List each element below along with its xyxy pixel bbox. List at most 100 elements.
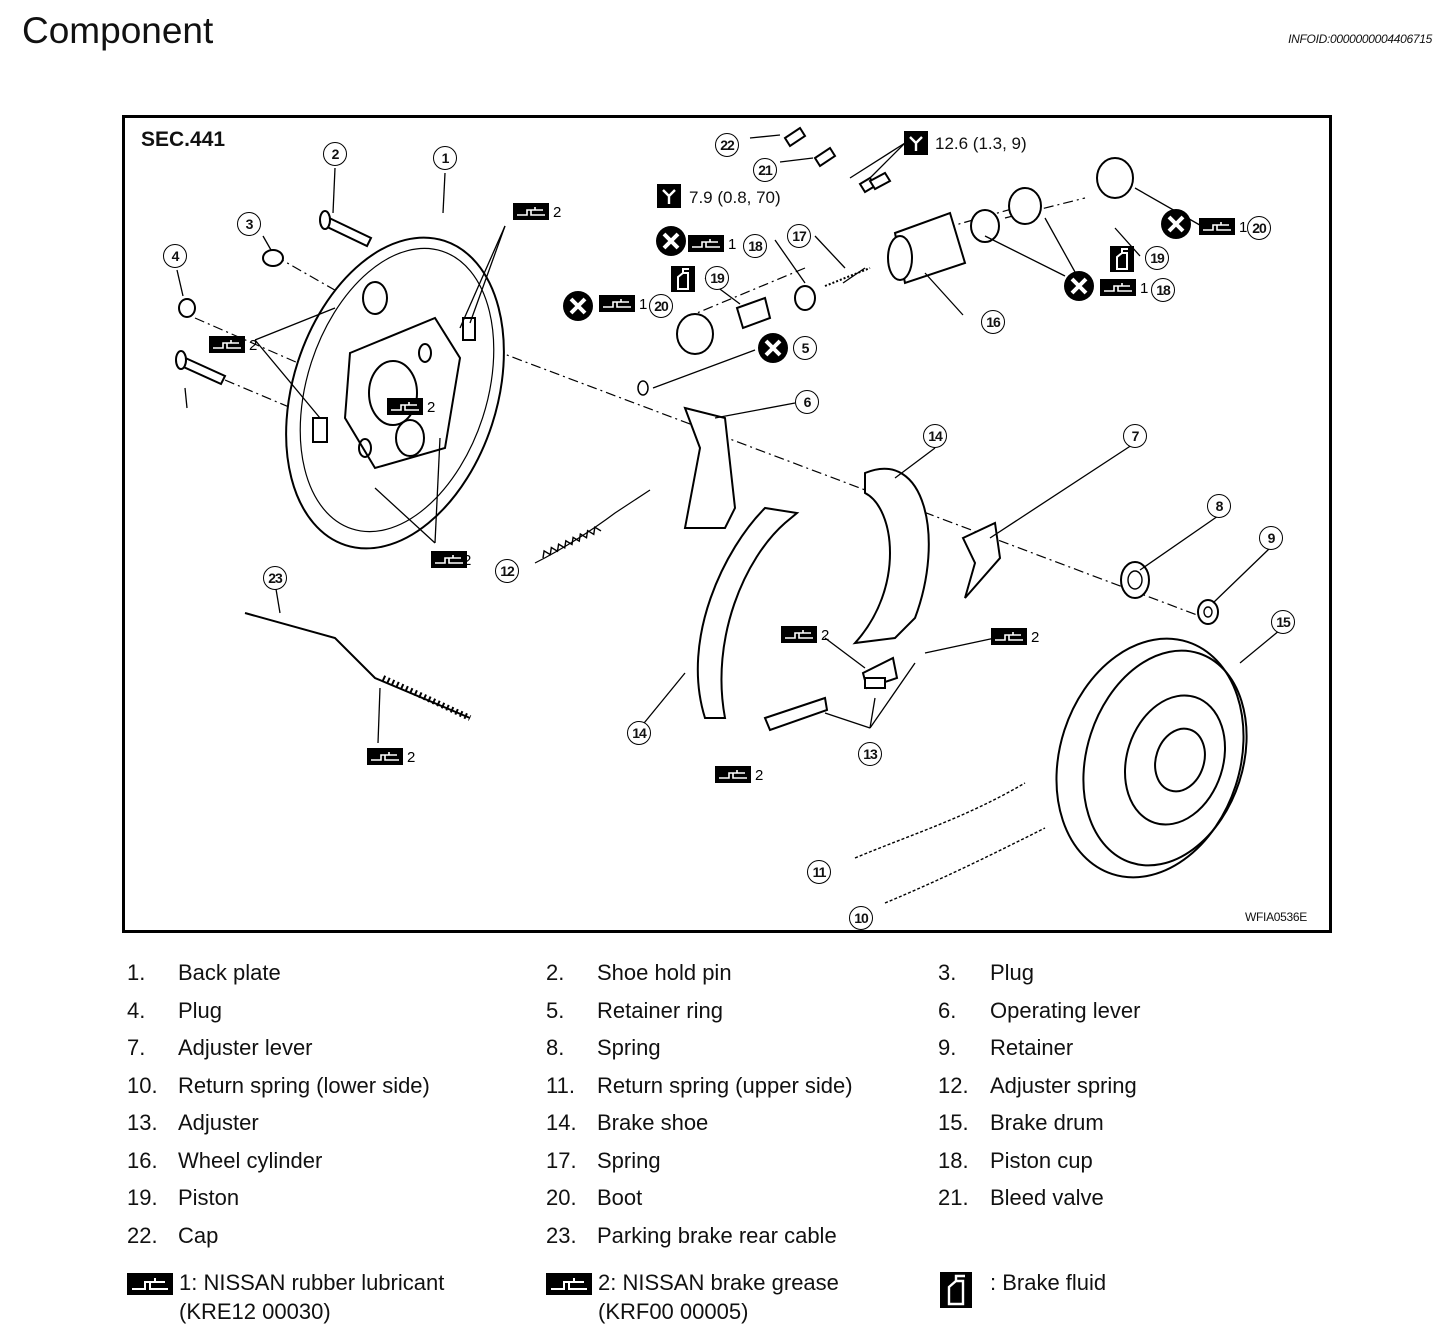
- callout-19b: 19: [1145, 246, 1169, 270]
- note-grease-line1: 2: NISSAN brake grease: [598, 1270, 839, 1295]
- part-number: 13.: [127, 1110, 158, 1135]
- svg-text:1: 1: [639, 296, 647, 313]
- grease-icon: [127, 1273, 173, 1295]
- part-number: 5.: [546, 997, 565, 1023]
- callout-19a: 19: [705, 266, 729, 290]
- callout-14b: 14: [627, 721, 651, 745]
- torque-spec-2: 7.9 (0.8, 70): [689, 188, 781, 207]
- part-number: 2.: [546, 960, 565, 985]
- figure-id: WFIA0536E: [1245, 910, 1307, 924]
- part-label: Return spring (upper side): [597, 1072, 853, 1098]
- svg-text:2: 2: [463, 552, 471, 569]
- callout-5: 5: [793, 336, 817, 360]
- part-number: 11.: [546, 1072, 575, 1098]
- callout-20a: 20: [649, 294, 673, 318]
- callout-12: 12: [495, 559, 519, 583]
- note-rubber-line1: 1: NISSAN rubber lubricant: [179, 1270, 445, 1295]
- part-number: 18.: [938, 1147, 969, 1173]
- callout-22: 22: [715, 133, 739, 157]
- part-number: 10.: [127, 1072, 158, 1098]
- part-label: Brake shoe: [597, 1110, 709, 1135]
- svg-text:2: 2: [821, 627, 829, 644]
- page-title: Component: [22, 10, 214, 51]
- brake-fluid-icon: [940, 1272, 972, 1308]
- callout-21: 21: [753, 158, 777, 182]
- part-label: Retainer: [990, 1035, 1074, 1060]
- callout-3: 3: [237, 212, 261, 236]
- part-number: 20.: [546, 1185, 577, 1210]
- part-label: Return spring (lower side): [178, 1072, 430, 1098]
- part-label: Boot: [597, 1185, 643, 1210]
- callout-10: 10: [849, 906, 873, 930]
- part-label: Plug: [990, 960, 1035, 985]
- svg-text:2: 2: [407, 749, 415, 766]
- callout-2: 2: [323, 142, 347, 166]
- part-label: Spring: [597, 1147, 661, 1173]
- callout-14a: 14: [923, 424, 947, 448]
- part-number: 3.: [938, 960, 957, 985]
- svg-text:2: 2: [1031, 629, 1039, 646]
- part-number: 14.: [546, 1110, 577, 1135]
- part-number: 9.: [938, 1035, 957, 1060]
- part-label: Cap: [178, 1222, 219, 1248]
- part-label: Plug: [178, 997, 223, 1023]
- part-number: 16.: [127, 1147, 158, 1173]
- callout-18b: 18: [1151, 278, 1175, 302]
- svg-text:2: 2: [249, 337, 257, 354]
- callout-18a: 18: [743, 234, 767, 258]
- svg-text:1: 1: [1140, 280, 1148, 297]
- callout-20b: 20: [1247, 216, 1271, 240]
- part-label: Brake drum: [990, 1110, 1104, 1135]
- part-label: Wheel cylinder: [178, 1147, 323, 1173]
- part-number: 6.: [938, 997, 957, 1023]
- callout-8: 8: [1207, 494, 1231, 518]
- callout-6: 6: [795, 390, 819, 414]
- part-number: 15.: [938, 1110, 969, 1135]
- callout-15: 15: [1271, 610, 1295, 634]
- svg-text:1: 1: [1239, 219, 1247, 236]
- note-rubber-line2: (KRE12 00030): [179, 1299, 331, 1324]
- grease-icon: [546, 1273, 592, 1295]
- torque-spec-1: 12.6 (1.3, 9): [935, 134, 1027, 153]
- exploded-diagram: 2 2 2 2 2 2 2 2 1 1 1 1 1 2 3 4 5 6 7 8 …: [122, 115, 1332, 933]
- part-label: Operating lever: [990, 997, 1141, 1023]
- note-grease-line2: (KRF00 00005): [598, 1299, 749, 1324]
- svg-text:1: 1: [728, 236, 736, 253]
- callout-13: 13: [858, 742, 882, 766]
- part-label: Spring: [597, 1035, 661, 1060]
- part-number: 1.: [127, 960, 146, 985]
- part-number: 17.: [546, 1147, 577, 1173]
- part-label: Shoe hold pin: [597, 960, 732, 985]
- callout-4: 4: [163, 244, 187, 268]
- part-label: Bleed valve: [990, 1185, 1104, 1210]
- part-label: Back plate: [178, 960, 281, 985]
- part-label: Piston: [178, 1185, 240, 1210]
- callout-1: 1: [433, 146, 457, 170]
- part-number: 8.: [546, 1035, 565, 1060]
- part-number: 21.: [938, 1185, 969, 1210]
- callout-7: 7: [1123, 424, 1147, 448]
- callout-16: 16: [981, 310, 1005, 334]
- part-number: 12.: [938, 1072, 969, 1098]
- svg-text:2: 2: [553, 204, 561, 221]
- part-label: Parking brake rear cable: [597, 1222, 837, 1248]
- diagram-artwork: 2 2 2 2 2 2 2 2 1 1 1 1: [175, 126, 1281, 904]
- info-id: INFOID:0000000004406715: [1288, 32, 1432, 46]
- callout-11: 11: [807, 860, 831, 884]
- part-label: Piston cup: [990, 1147, 1093, 1173]
- part-number: 23.: [546, 1222, 577, 1248]
- part-label: Retainer ring: [597, 997, 723, 1023]
- callout-23: 23: [263, 566, 287, 590]
- callout-17: 17: [787, 224, 811, 248]
- part-number: 4.: [127, 997, 146, 1023]
- callout-9: 9: [1259, 526, 1283, 550]
- part-label: Adjuster lever: [178, 1035, 313, 1060]
- section-label: SEC.441: [141, 128, 226, 151]
- note-fluid-text: : Brake fluid: [990, 1270, 1107, 1295]
- svg-text:2: 2: [755, 767, 763, 784]
- part-number: 7.: [127, 1035, 146, 1060]
- svg-text:2: 2: [427, 399, 435, 416]
- part-label: Adjuster: [178, 1110, 259, 1135]
- part-label: Adjuster spring: [990, 1072, 1137, 1098]
- part-number: 22.: [127, 1222, 158, 1248]
